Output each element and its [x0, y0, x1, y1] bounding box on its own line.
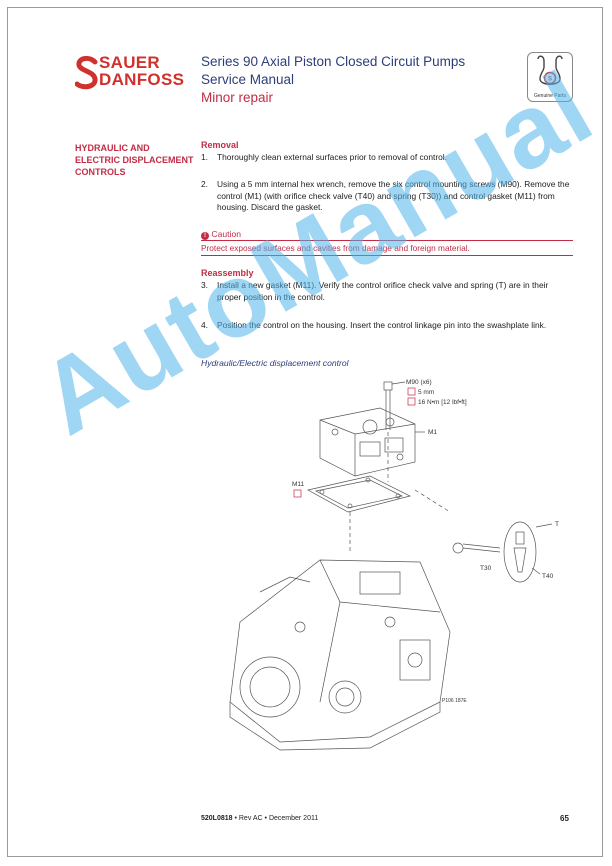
genuine-parts-label: Genuine Parts: [534, 93, 566, 99]
exploded-view-diagram: M90 (x6) 5 mm 16 N•m [12 lbf•ft] M1 M11: [229, 379, 559, 751]
document-number: 520L0818: [201, 815, 233, 822]
gasket-replace-icon: [293, 489, 302, 498]
figure-caption: Hydraulic/Electric displacement control: [201, 358, 349, 368]
callout-wrench-size: 5 mm: [418, 389, 434, 396]
callout-t30: T30: [480, 565, 492, 572]
genuine-parts-badge: S Genuine Parts: [527, 52, 573, 102]
chapter-title: Minor repair: [201, 90, 274, 105]
document-revision: • Rev AC • December 2011: [232, 815, 319, 822]
callout-torque: 16 N•m [12 lbf•ft]: [418, 399, 467, 406]
step-number: 3.: [201, 280, 208, 290]
step-text: Using a 5 mm internal hex wrench, remove…: [217, 179, 570, 212]
step-item: 1. Thoroughly clean external surfaces pr…: [201, 152, 573, 164]
sauer-danfoss-logo: SAUER DANFOSS: [75, 54, 195, 92]
step-number: 4.: [201, 320, 208, 330]
step-item: 4. Position the control on the housing. …: [201, 320, 573, 344]
step-text: Position the control on the housing. Ins…: [217, 320, 547, 330]
caution-icon: !: [201, 232, 209, 240]
step-item: 3. Install a new gasket (M11). Verify th…: [201, 280, 573, 304]
step-text: Thoroughly clean external surfaces prior…: [217, 152, 447, 162]
manual-title: Series 90 Axial Piston Closed Circuit Pu…: [201, 54, 466, 69]
step-item: 2. Using a 5 mm internal hex wrench, rem…: [201, 179, 573, 215]
manual-type: Service Manual: [201, 72, 295, 87]
caution-label: Caution: [211, 229, 242, 239]
figure-reference: P106 187E: [442, 698, 467, 704]
caution-text: Protect exposed surfaces and cavities fr…: [201, 243, 470, 253]
page-number: 65: [560, 814, 569, 823]
wrench-icon: [407, 387, 416, 396]
pump-housing-drawing: [229, 559, 451, 751]
leader-m90: [391, 381, 406, 385]
footer-document-info: 520L0818 • Rev AC • December 2011: [201, 815, 318, 822]
step-number: 2.: [201, 179, 208, 189]
check-valve-t-drawing: [452, 521, 537, 583]
callout-m1: M1: [428, 429, 437, 436]
svg-text:S: S: [548, 77, 552, 83]
caution-heading: ! Caution: [201, 229, 241, 240]
page-border: [7, 7, 603, 857]
genuine-parts-icon: S: [537, 55, 563, 85]
caution-rule-bottom: [201, 255, 573, 256]
leader-t: [535, 523, 553, 528]
callout-t: T: [555, 521, 559, 528]
logo-line-danfoss: DANFOSS: [99, 70, 185, 89]
step-number: 1.: [201, 152, 208, 162]
removal-heading: Removal: [201, 140, 239, 150]
callout-t40: T40: [542, 573, 554, 580]
section-title: HYDRAULIC AND ELECTRIC DISPLACEMENT CONT…: [75, 143, 194, 177]
torque-icon: [407, 397, 416, 406]
step-text: Install a new gasket (M11). Verify the c…: [217, 280, 549, 302]
callout-m90: M90 (x6): [406, 379, 432, 386]
caution-rule-top: [201, 240, 573, 241]
logo-s-mark-icon: [75, 56, 98, 90]
alignment-lines: [349, 432, 451, 552]
screw-m90-drawing: [383, 381, 393, 430]
reassembly-heading: Reassembly: [201, 268, 254, 278]
control-m1-drawing: [319, 407, 416, 477]
gasket-m11-drawing: [307, 475, 411, 513]
header-titles: Series 90 Axial Piston Closed Circuit Pu…: [201, 53, 465, 107]
callout-m11: M11: [292, 481, 305, 488]
leader-t40: [531, 567, 541, 575]
logo-line-sauer: SAUER: [99, 53, 161, 72]
logo-wordmark: SAUER DANFOSS: [99, 54, 184, 88]
